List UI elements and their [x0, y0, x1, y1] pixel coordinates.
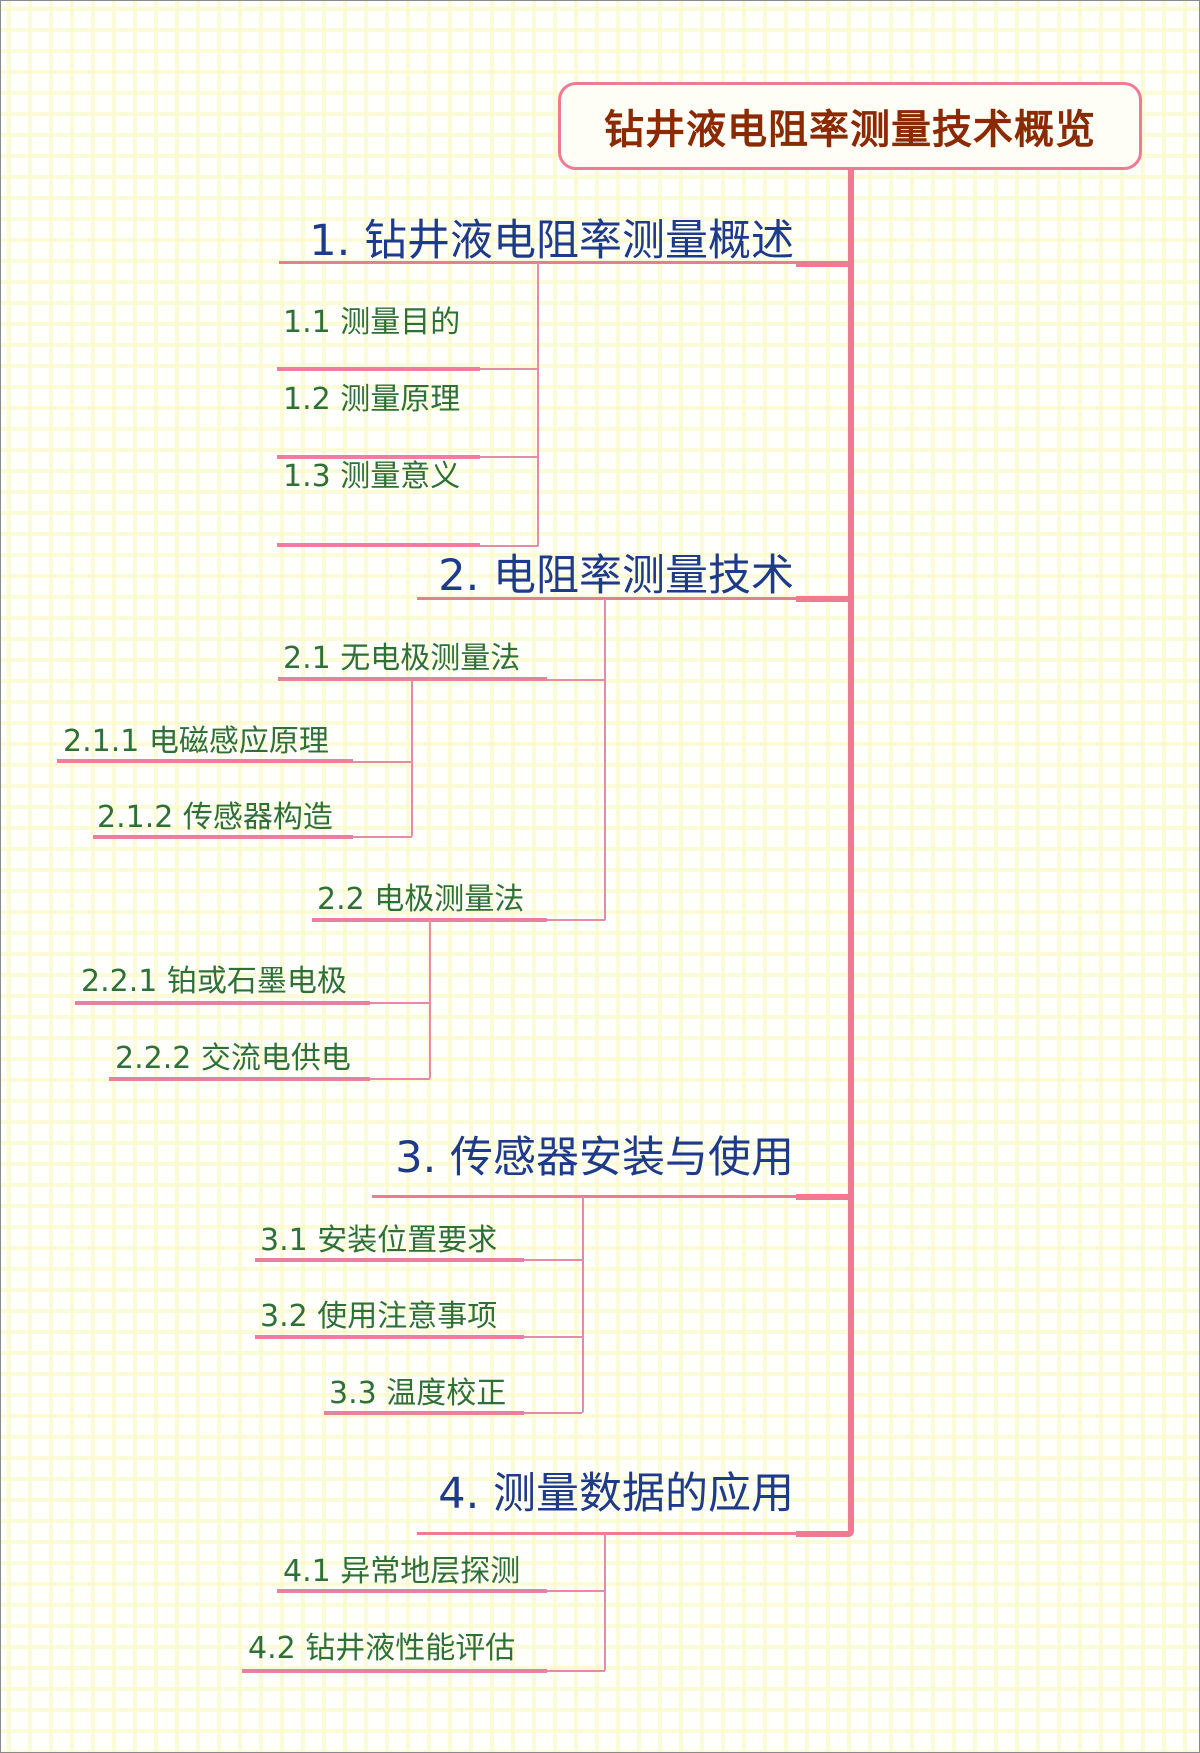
- topic-1-connector: [796, 261, 850, 267]
- topic-3-2-connector: [524, 1336, 582, 1338]
- topic-2-2-children-connector: [429, 920, 431, 1079]
- topic-2-1-children-connector: [411, 679, 413, 837]
- topic-1[interactable]: 1. 钻井液电阻率测量概述: [309, 216, 794, 266]
- topic-1-underline: [279, 261, 796, 264]
- topic-4[interactable]: 4. 测量数据的应用: [438, 1469, 794, 1519]
- main-trunk-connector: [848, 170, 854, 1536]
- topic-3-1[interactable]: 3.1 安装位置要求: [260, 1223, 498, 1258]
- topic-4-2[interactable]: 4.2 钻井液性能评估: [248, 1631, 516, 1666]
- topic-3-connector: [796, 1194, 850, 1200]
- topic-2-1-2-underline: [93, 835, 353, 839]
- topic-2-2-1[interactable]: 2.2.1 铂或石墨电极: [81, 964, 347, 999]
- topic-1-1-underline: [277, 367, 480, 371]
- topic-2-1[interactable]: 2.1 无电极测量法: [283, 641, 521, 676]
- topic-3-2-underline: [255, 1335, 524, 1339]
- topic-2-2-connector: [547, 919, 605, 921]
- topic-2-2-2-connector: [370, 1078, 430, 1080]
- topic-1-1[interactable]: 1.1 测量目的: [283, 305, 461, 340]
- root-topic[interactable]: 钻井液电阻率测量技术概览: [558, 82, 1142, 170]
- topic-1-1-connector: [480, 368, 538, 370]
- topic-2-1-connector: [547, 679, 605, 681]
- topic-4-1[interactable]: 4.1 异常地层探测: [283, 1554, 521, 1589]
- topic-2-1-2[interactable]: 2.1.2 传感器构造: [97, 800, 333, 835]
- topic-2-1-1-underline: [57, 759, 353, 763]
- topic-3-2[interactable]: 3.2 使用注意事项: [260, 1299, 498, 1334]
- topic-2-underline: [417, 597, 796, 600]
- topic-2-2[interactable]: 2.2 电极测量法: [317, 882, 525, 917]
- topic-3-3[interactable]: 3.3 温度校正: [329, 1376, 507, 1411]
- topic-1-2-connector: [480, 456, 538, 458]
- root-title: 钻井液电阻率测量技术概览: [604, 107, 1096, 153]
- topic-4-connector: [796, 1531, 854, 1537]
- topic-4-2-underline: [242, 1669, 547, 1673]
- topic-4-2-connector: [547, 1670, 605, 1672]
- topic-2-connector: [796, 596, 850, 602]
- topic-2-2-2-underline: [109, 1077, 370, 1081]
- topic-3-underline: [372, 1195, 796, 1198]
- topic-1-2-underline: [277, 455, 480, 459]
- topic-4-underline: [417, 1532, 796, 1535]
- topic-4-1-connector: [547, 1590, 605, 1592]
- topic-3-children-connector: [582, 1197, 584, 1413]
- topic-4-1-underline: [277, 1589, 547, 1593]
- topic-3-3-underline: [324, 1411, 524, 1415]
- topic-2-1-1[interactable]: 2.1.1 电磁感应原理: [63, 724, 329, 759]
- topic-4-children-connector: [604, 1534, 606, 1671]
- topic-2[interactable]: 2. 电阻率测量技术: [438, 551, 794, 601]
- topic-2-2-1-connector: [370, 1002, 430, 1004]
- topic-1-children-connector: [537, 263, 539, 547]
- topic-3-3-connector: [524, 1412, 582, 1414]
- topic-2-1-2-connector: [353, 836, 412, 838]
- topic-3[interactable]: 3. 传感器安装与使用: [395, 1133, 794, 1183]
- topic-1-3-underline: [277, 543, 480, 547]
- topic-2-2-2[interactable]: 2.2.2 交流电供电: [115, 1041, 351, 1076]
- topic-1-2[interactable]: 1.2 测量原理: [283, 382, 461, 417]
- topic-1-3[interactable]: 1.3 测量意义: [283, 459, 461, 494]
- topic-2-2-1-underline: [75, 1001, 370, 1005]
- topic-3-1-underline: [255, 1258, 524, 1262]
- topic-1-3-connector: [480, 545, 538, 547]
- topic-2-1-1-connector: [353, 761, 412, 763]
- topic-3-1-connector: [524, 1259, 582, 1261]
- topic-2-children-connector: [604, 599, 606, 921]
